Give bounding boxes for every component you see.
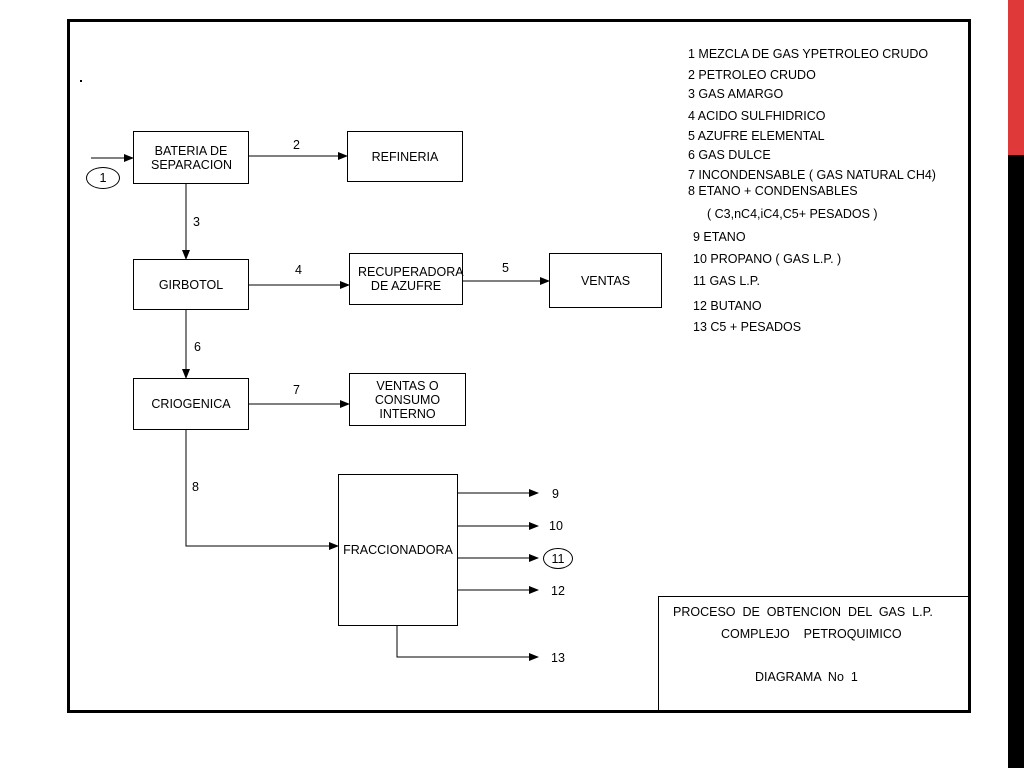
stream-11-circle: 11 <box>543 548 573 569</box>
stream-label-2: 2 <box>293 138 300 152</box>
legend-item: 2 PETROLEO CRUDO <box>688 68 816 82</box>
legend-item: ( C3,nC4,iC4,C5+ PESADOS ) <box>707 207 878 221</box>
box-label: VENTAS <box>580 273 631 288</box>
box-ventas-o-consumo-interno: VENTAS O CONSUMO INTERNO <box>349 373 466 426</box>
legend-item: 10 PROPANO ( GAS L.P. ) <box>693 252 842 266</box>
stream-label-3: 3 <box>193 215 200 229</box>
legend-item: 7 INCONDENSABLE ( GAS NATURAL CH4) <box>688 168 936 182</box>
legend-item: 4 ACIDO SULFHIDRICO <box>688 109 826 123</box>
box-refineria: REFINERIA <box>347 131 463 182</box>
legend-item: 5 AZUFRE ELEMENTAL <box>688 129 825 143</box>
box-fraccionadora: FRACCIONADORA <box>338 474 458 626</box>
stream-1-circle: 1 <box>86 167 120 189</box>
side-accent-red <box>1008 0 1024 155</box>
arrow-stream-8 <box>185 430 339 550</box>
legend-item: 8 ETANO + CONDENSABLES <box>688 184 858 198</box>
box-ventas: VENTAS <box>549 253 662 308</box>
title-block: PROCESO DE OBTENCION DEL GAS L.P. COMPLE… <box>658 596 970 710</box>
legend-item: 13 C5 + PESADOS <box>693 320 802 334</box>
stream-label-10: 10 <box>549 519 563 533</box>
stream-label-9: 9 <box>552 487 559 501</box>
stream-label-7: 7 <box>293 383 300 397</box>
box-recuperadora-de-azufre: RECUPERADORA DE AZUFRE <box>349 253 464 305</box>
stream-label-13: 13 <box>551 651 565 665</box>
box-label: REFINERIA <box>371 149 439 164</box>
box-label: GIRBOTOL <box>158 277 224 292</box>
box-label: VENTAS O CONSUMO INTERNO <box>374 378 441 421</box>
title-line-2: COMPLEJO PETROQUIMICO <box>721 627 902 641</box>
stream-label-4: 4 <box>295 263 302 277</box>
legend-item: 6 GAS DULCE <box>688 148 771 162</box>
box-criogenica: CRIOGENICA <box>133 378 249 430</box>
title-line-3: DIAGRAMA No 1 <box>755 670 858 684</box>
box-bateria-de-separacion: BATERIA DE SEPARACION <box>133 131 249 184</box>
side-accent-black <box>1008 155 1024 768</box>
legend-item: 9 ETANO <box>693 230 746 244</box>
stream-number: 1 <box>99 171 107 185</box>
arrow-stream-13 <box>396 626 539 661</box>
legend-item: 11 GAS L.P. <box>693 274 760 288</box>
stream-number: 11 <box>551 551 565 566</box>
box-label: CRIOGENICA <box>151 397 231 411</box>
box-label: RECUPERADORA DE AZUFRE <box>358 265 464 293</box>
stream-label-5: 5 <box>502 261 509 275</box>
box-label: FRACCIONADORA <box>343 543 453 557</box>
stream-label-6: 6 <box>194 340 201 354</box>
legend-item: 1 MEZCLA DE GAS YPETROLEO CRUDO <box>688 47 929 61</box>
legend-item: 12 BUTANO <box>693 299 762 313</box>
stray-dot <box>80 80 82 82</box>
legend-item: 3 GAS AMARGO <box>688 87 784 101</box>
title-line-1: PROCESO DE OBTENCION DEL GAS L.P. <box>673 605 933 619</box>
stream-label-12: 12 <box>551 584 565 598</box>
box-girbotol: GIRBOTOL <box>133 259 249 310</box>
stream-label-8: 8 <box>192 480 199 494</box>
box-label: BATERIA DE SEPARACION <box>151 143 233 172</box>
